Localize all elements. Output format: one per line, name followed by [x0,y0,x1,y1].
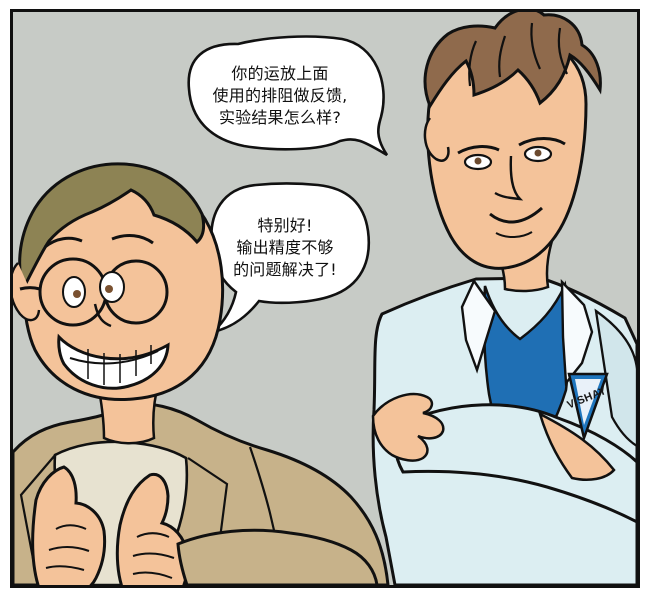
left-character-ear [13,262,41,322]
left-character-hair [18,162,206,294]
speech-bubble-bottom-line-2: 输出精度不够 [236,238,334,257]
right-character-hand-right [537,411,616,481]
right-character-lapel-left [460,278,497,374]
right-character-eyebrow-right [518,137,566,147]
speech-bubble-top-line-1: 你的运放上面 [231,64,329,83]
right-character-hair [423,12,602,110]
speech-bubble-bottom-text: 特别好! 输出精度不够 的问题解决了! [225,215,345,281]
left-character-sleeve-lower [176,528,379,585]
speech-bubble-top [187,35,389,157]
left-character-eyebrow-left [44,236,83,249]
right-character-lapel-right [560,278,594,387]
right-character-coat-shadow-right [594,308,637,448]
speech-bubble-bottom-line-3: 的问题解决了! [233,260,337,279]
speech-bubble-bottom-line-1: 特别好! [257,216,313,235]
right-character-ear [423,117,450,162]
speech-bubble-top-line-2: 使用的排阻做反馈, [212,86,348,105]
right-character-smile [489,206,543,224]
left-character-eyebrow-right [111,234,154,245]
left-character-nose [93,303,112,328]
speech-bubble-top-text: 你的运放上面 使用的排阻做反馈, 实验结果怎么样? [210,63,350,129]
right-character-hand-left [371,392,445,462]
speech-bubble-top-line-3: 实验结果怎么样? [218,108,342,127]
right-character-nose [494,155,524,201]
right-character-eyebrow-left [457,145,500,155]
vishay-badge-logo [575,379,601,425]
